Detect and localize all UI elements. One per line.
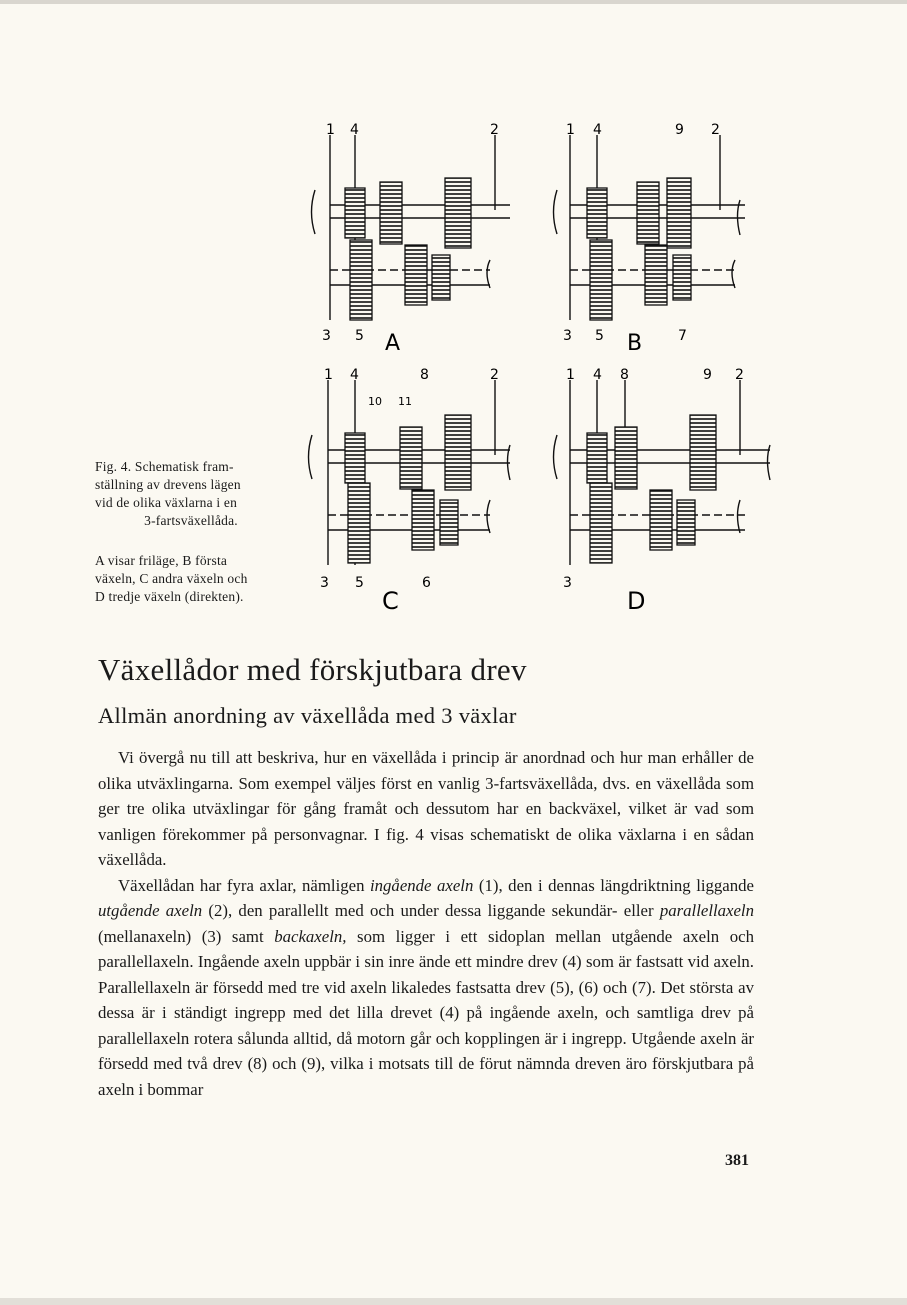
label-b-7: 7 — [678, 328, 687, 344]
label-b-3: 3 — [563, 328, 572, 344]
caption-line: växeln, C andra växeln och — [95, 571, 248, 586]
panel-d: 1 4 8 9 2 3 D — [552, 367, 771, 615]
body-text: Vi övergå nu till att beskriva, hur en v… — [98, 745, 754, 1102]
label-a-3: 3 — [322, 328, 331, 344]
term-utgaende-axeln: utgående axeln — [98, 901, 203, 920]
page-top-edge — [0, 0, 907, 4]
term-backaxeln: backaxeln, — [274, 926, 347, 946]
label-b-1: 1 — [566, 122, 575, 138]
term-parallellaxeln: parallellaxeln — [659, 901, 754, 920]
paragraph-1: Vi övergå nu till att beskriva, hur en v… — [98, 748, 754, 869]
panel-a: 1 4 2 3 5 A — [310, 122, 510, 356]
caption-line: ställning av drevens lägen — [95, 477, 241, 492]
paragraph-2: Växellådan har fyra axlar, nämligen ingå… — [98, 873, 754, 1103]
label-b-4: 4 — [593, 122, 602, 138]
label-d-8: 8 — [620, 367, 629, 383]
panel-b: 1 4 9 2 3 5 7 B — [552, 122, 745, 356]
label-c-11: 11 — [398, 395, 412, 408]
label-c-3: 3 — [320, 575, 329, 591]
panel-letter-b: B — [627, 331, 642, 356]
caption-line: 3-fartsväxellåda. — [144, 513, 238, 528]
text-run: som ligger i ett sidoplan mellan utgåend… — [98, 926, 755, 1099]
label-b-2: 2 — [711, 122, 720, 138]
caption-line: Fig. 4. Schematisk fram- — [95, 459, 234, 474]
caption-line: vid de olika växlarna i en — [95, 495, 238, 510]
panel-c: 1 4 8 2 10 11 3 5 6 C — [307, 367, 511, 615]
label-b-9: 9 — [675, 122, 684, 138]
label-d-9: 9 — [703, 367, 712, 383]
panel-letter-d: D — [627, 587, 645, 615]
caption-line: A visar friläge, B första — [95, 553, 228, 568]
label-a-5: 5 — [355, 328, 364, 344]
text-run: (mellanaxeln) (3) samt — [98, 926, 275, 946]
label-a-1: 1 — [326, 122, 335, 138]
label-d-1: 1 — [566, 367, 575, 383]
panel-letter-a: A — [385, 331, 400, 356]
label-b-5: 5 — [595, 328, 604, 344]
text-run: (1), den i dennas längdriktning liggande — [473, 875, 754, 895]
page-bottom-edge — [0, 1298, 907, 1305]
label-d-2: 2 — [735, 367, 744, 383]
text-run: Växellådan har fyra axlar, nämligen — [118, 875, 370, 895]
label-c-10: 10 — [368, 395, 382, 408]
term-ingaende-axeln: ingående axeln — [369, 875, 474, 895]
label-a-4: 4 — [350, 122, 359, 138]
label-c-2: 2 — [490, 367, 499, 383]
label-d-3: 3 — [563, 575, 572, 591]
page-number: 381 — [725, 1152, 749, 1169]
label-c-4: 4 — [350, 367, 359, 383]
section-heading: Växellådor med förskjutbara drev — [98, 652, 527, 687]
label-c-5: 5 — [355, 575, 364, 591]
text-run: (2), den parallellt med och under dessa … — [202, 901, 660, 920]
gearbox-figure: 1 4 2 3 5 A — [307, 122, 771, 615]
label-d-4: 4 — [593, 367, 602, 383]
label-c-8: 8 — [420, 367, 429, 383]
label-c-6: 6 — [422, 575, 431, 591]
label-a-2: 2 — [490, 122, 499, 138]
figure-caption: Fig. 4. Schematisk fram- ställning av dr… — [95, 458, 287, 606]
label-c-1: 1 — [324, 367, 333, 383]
caption-line: D tredje växeln (direkten). — [95, 589, 244, 604]
panel-letter-c: C — [382, 587, 399, 615]
section-subheading: Allmän anordning av växellåda med 3 växl… — [98, 703, 517, 728]
